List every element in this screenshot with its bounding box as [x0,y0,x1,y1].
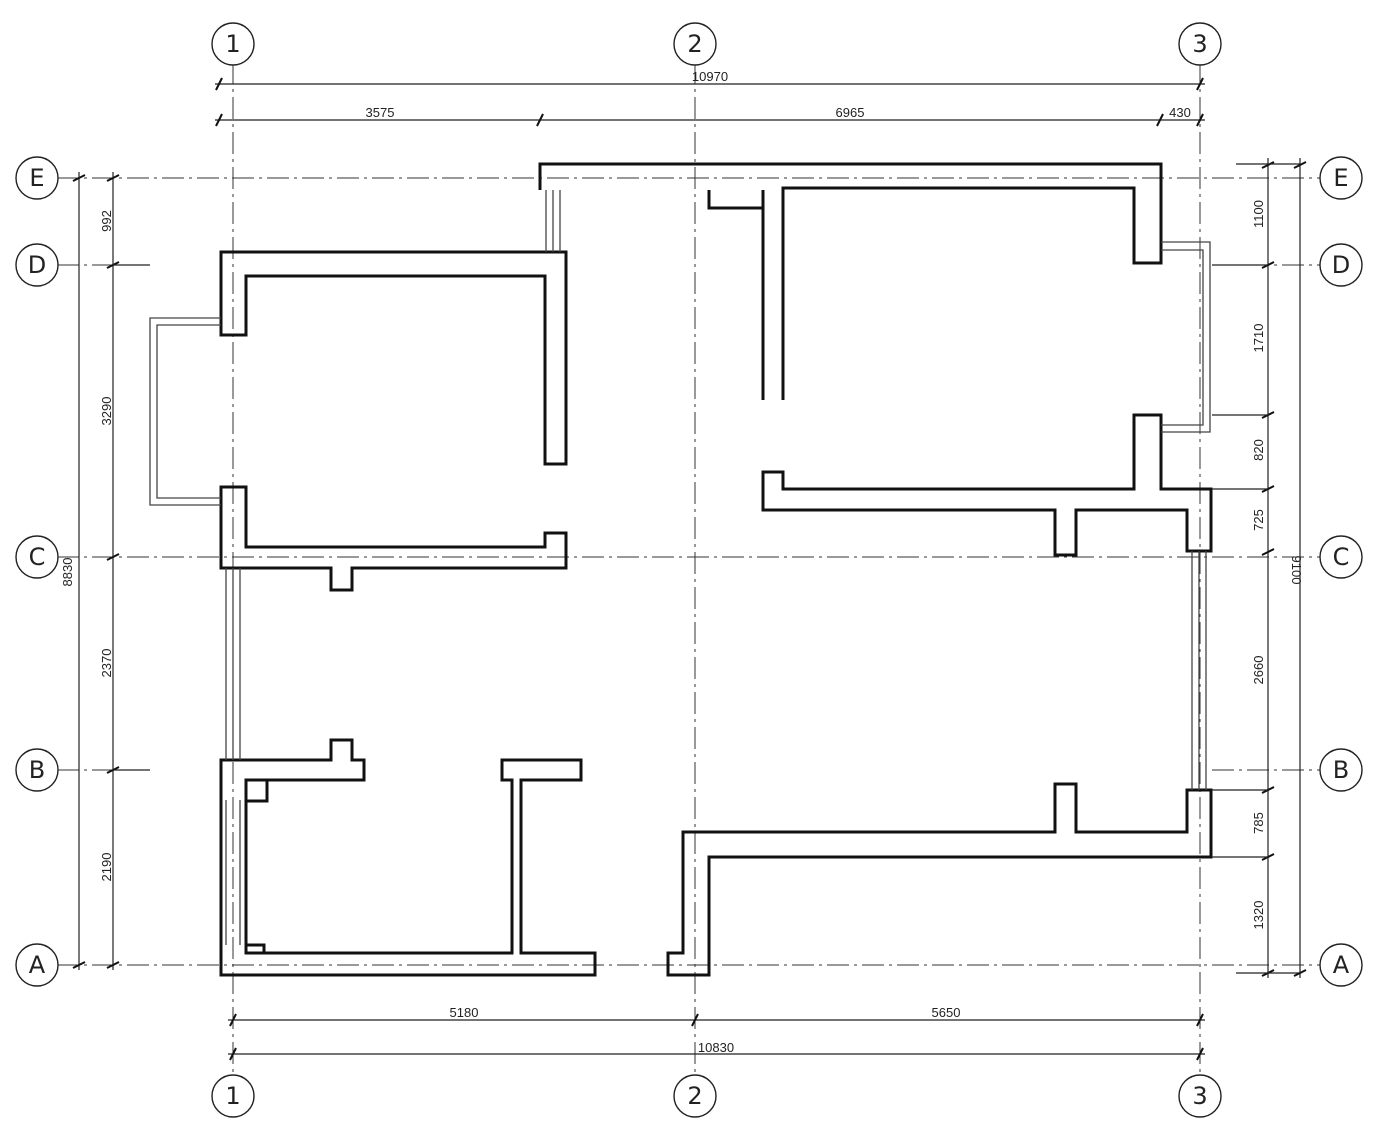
walls [219,162,1213,977]
dim-right-seg-5: 2660 [1251,656,1266,685]
wall-top [538,162,1163,400]
svg-text:D: D [1332,251,1350,279]
axis-bubble-bottom-2: 2 [673,1074,717,1118]
dim-top-seg-3: 430 [1169,105,1191,120]
dim-left-total: 8830 [60,558,75,587]
wall-lower-left [219,738,597,977]
svg-text:B: B [1333,756,1349,784]
wall-right-middle [761,413,1213,557]
axis-bubble-top-3: 3 [1178,22,1222,66]
axis-bubble-top-1: 1 [211,22,255,66]
window-bay-right-inner [1161,249,1204,426]
svg-text:C: C [1333,543,1350,571]
svg-text:E: E [29,164,44,192]
svg-text:B: B [29,756,45,784]
wall-upper-left-room [219,250,568,466]
axis-bubble-left-B: B [15,748,59,792]
svg-text:C: C [29,543,46,571]
axis-bubble-right-B: B [1319,748,1363,792]
axis-bubbles: 1 2 3 1 2 3 E D [15,22,1363,1118]
dim-left-seg-4: 2190 [99,853,114,882]
dim-bottom-total: 10830 [698,1040,734,1055]
dim-right-seg-6: 785 [1251,812,1266,834]
dim-right-total: 9100 [1289,556,1304,585]
dim-left-seg-2: 3290 [99,397,114,426]
dim-right-seg-4: 725 [1251,509,1266,531]
svg-text:3: 3 [1192,30,1207,58]
dim-right-seg-3: 820 [1251,439,1266,461]
svg-text:A: A [29,951,46,979]
svg-text:2: 2 [687,30,702,58]
dim-right-seg-2: 1710 [1251,324,1266,353]
svg-text:3: 3 [1192,1082,1207,1110]
svg-text:D: D [28,251,46,279]
axis-bubble-left-C: C [15,535,59,579]
dim-left-seg-1: 992 [99,210,114,232]
axis-bubble-right-E: E [1319,156,1363,200]
dim-top-seg-1: 3575 [366,105,395,120]
dim-bottom-seg-1: 5180 [450,1005,479,1020]
window-bay-right [1161,241,1211,433]
wall-right-lower [666,782,1213,977]
svg-text:1: 1 [225,30,240,58]
axis-bubble-top-2: 2 [673,22,717,66]
dim-top-total: 10970 [692,69,728,84]
axis-bubble-right-D: D [1319,243,1363,287]
dim-right-seg-1: 1100 [1251,200,1266,228]
axis-bubble-left-D: D [15,243,59,287]
axis-bubble-right-A: A [1319,943,1363,987]
axis-bubble-bottom-1: 1 [211,1074,255,1118]
axis-bubble-right-C: C [1319,535,1363,579]
dim-top-seg-2: 6965 [836,105,865,120]
dim-left-seg-3: 2370 [99,649,114,678]
axis-bubble-left-E: E [15,156,59,200]
dimension-lines: 10970 3575 6965 430 5180 5650 10830 8830 [60,69,1307,1061]
window-bay-left-inner [156,324,221,499]
windows [149,190,1211,945]
wall-lower-left-corner [244,943,266,955]
axis-bubble-bottom-3: 3 [1178,1074,1222,1118]
axis-bubble-left-A: A [15,943,59,987]
dim-bottom-seg-2: 5650 [932,1005,961,1020]
window-bay-left [149,317,221,506]
wall-lower-left-notch [244,778,269,803]
dim-right-seg-7: 1320 [1251,901,1266,930]
svg-text:1: 1 [225,1082,240,1110]
svg-text:A: A [1333,951,1350,979]
wall-left-mid [219,485,568,592]
svg-text:2: 2 [687,1082,702,1110]
wall-small-corner [707,190,763,210]
svg-text:E: E [1333,164,1348,192]
